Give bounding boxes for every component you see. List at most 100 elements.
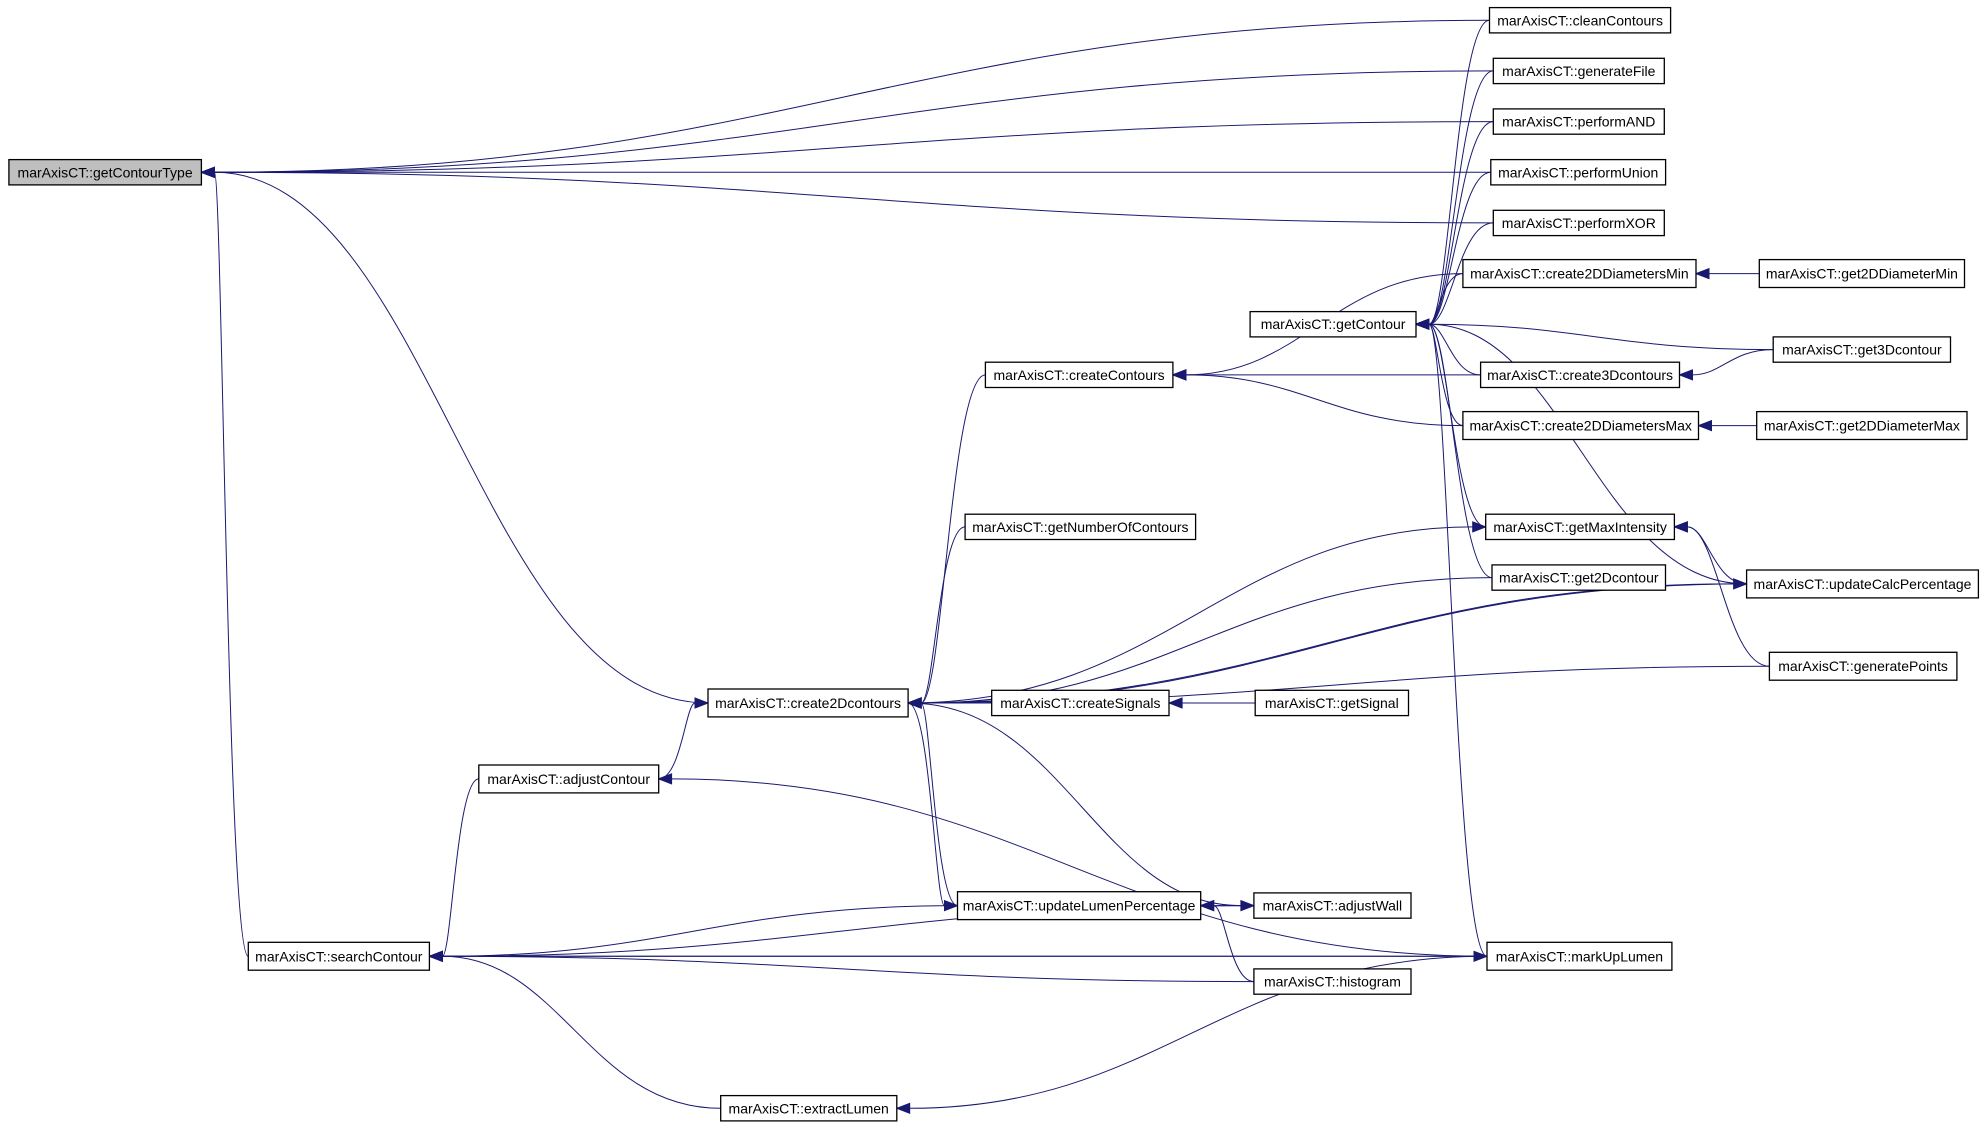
- edge-line: [214, 19, 1490, 173]
- node-create2-d-diameters-min[interactable]: marAxisCT::create2DDiametersMin: [1462, 258, 1697, 289]
- edge-search-contour-to-mark-up-lumen: [429, 950, 1489, 963]
- node-search-contour[interactable]: marAxisCT::searchContour: [247, 941, 431, 971]
- node-get-contour-type[interactable]: marAxisCT::getContourType: [8, 158, 203, 186]
- edge-get2-dcontour-to-get-contour: [1414, 318, 1493, 579]
- edge-create3-dcontours-to-create-contours: [1171, 369, 1481, 381]
- node-label: marAxisCT::get3Dcontour: [1782, 342, 1942, 358]
- edge-arrowhead: [1673, 521, 1688, 533]
- edge-arrowhead: [1167, 697, 1183, 709]
- edge-arrowhead: [1171, 369, 1187, 381]
- node-box: [1492, 57, 1665, 85]
- edge-line: [908, 702, 1241, 907]
- edge-line: [1428, 171, 1491, 325]
- edge-line: [214, 121, 1494, 173]
- node-clean-contours[interactable]: marAxisCT::cleanContours: [1488, 6, 1672, 34]
- node-box: [1253, 968, 1412, 995]
- node-extract-lumen[interactable]: marAxisCT::extractLumen: [720, 1094, 898, 1122]
- node-box: [247, 941, 431, 971]
- edge-create2-dcontours-to-adjust-wall: [908, 702, 1256, 912]
- edge-arrowhead: [200, 166, 215, 179]
- edge-line: [442, 955, 1254, 983]
- edge-search-contour-to-get-contour-type: [200, 166, 249, 957]
- node-create3-dcontours[interactable]: marAxisCT::create3Dcontours: [1479, 361, 1681, 389]
- node-create2-dcontours[interactable]: marAxisCT::create2Dcontours: [707, 688, 909, 718]
- node-mark-up-lumen[interactable]: marAxisCT::markUpLumen: [1486, 941, 1673, 971]
- node-adjust-wall[interactable]: marAxisCT::adjustWall: [1253, 892, 1412, 919]
- edge-line: [214, 171, 709, 704]
- node-create2-d-diameters-max[interactable]: marAxisCT::create2DDiametersMax: [1462, 410, 1700, 441]
- edge-line: [1185, 374, 1463, 427]
- node-histogram[interactable]: marAxisCT::histogram: [1253, 968, 1412, 995]
- node-get-number-of-contours[interactable]: marAxisCT::getNumberOfContours: [964, 513, 1197, 541]
- node-get2-d-diameter-min[interactable]: marAxisCT::get2DDiameterMin: [1758, 258, 1966, 289]
- node-box: [991, 689, 1170, 717]
- node-box: [1249, 310, 1417, 338]
- node-get3-dcontour[interactable]: marAxisCT::get3Dcontour: [1772, 336, 1952, 363]
- node-box: [1253, 892, 1412, 919]
- node-box: [1491, 564, 1667, 591]
- edge-arrowhead: [1697, 419, 1712, 432]
- edge-update-lumen-percentage-to-search-contour: [428, 905, 958, 963]
- node-label: marAxisCT::createContours: [994, 367, 1165, 383]
- node-generate-file[interactable]: marAxisCT::generateFile: [1492, 57, 1665, 85]
- node-box: [1492, 209, 1665, 237]
- edge-update-calc-percentage-to-get-contour: [1414, 318, 1747, 585]
- node-get-contour[interactable]: marAxisCT::getContour: [1249, 310, 1417, 338]
- edge-perform-xor-to-get-contour-type: [200, 166, 1494, 224]
- node-label: marAxisCT::getSignal: [1265, 695, 1399, 711]
- edge-mark-up-lumen-to-adjust-contour: [657, 773, 1488, 957]
- node-perform-union[interactable]: marAxisCT::performUnion: [1490, 158, 1667, 186]
- node-box: [1768, 651, 1958, 681]
- node-label: marAxisCT::create3Dcontours: [1487, 367, 1673, 383]
- node-perform-xor[interactable]: marAxisCT::performXOR: [1492, 209, 1665, 237]
- node-create-contours[interactable]: marAxisCT::createContours: [984, 361, 1174, 389]
- node-label: marAxisCT::getContourType: [18, 164, 193, 180]
- node-label: marAxisCT::extractLumen: [729, 1100, 889, 1116]
- node-label: marAxisCT::create2Dcontours: [715, 695, 901, 711]
- node-generate-points[interactable]: marAxisCT::generatePoints: [1768, 651, 1958, 681]
- node-perform-and[interactable]: marAxisCT::performAND: [1492, 108, 1665, 135]
- edge-line: [909, 955, 1488, 1109]
- edges-layer: [200, 19, 1774, 1115]
- node-update-calc-percentage[interactable]: marAxisCT::updateCalcPercentage: [1745, 569, 1980, 599]
- node-box: [1756, 410, 1968, 441]
- edge-arrowhead: [1733, 578, 1748, 590]
- edge-arrowhead: [895, 1102, 911, 1115]
- node-get2-d-diameter-max[interactable]: marAxisCT::get2DDiameterMax: [1756, 410, 1968, 441]
- edge-clean-contours-to-get-contour-type: [200, 19, 1490, 179]
- node-create-signals[interactable]: marAxisCT::createSignals: [991, 689, 1170, 717]
- node-box: [1462, 258, 1697, 289]
- edge-line: [1428, 323, 1747, 585]
- node-label: marAxisCT::updateCalcPercentage: [1754, 576, 1972, 592]
- edge-create-contours-to-create2-dcontours: [906, 374, 986, 709]
- node-label: marAxisCT::cleanContours: [1497, 12, 1663, 28]
- edge-line: [442, 905, 958, 957]
- edge-line: [1428, 121, 1494, 325]
- edge-line: [214, 171, 1494, 224]
- node-adjust-contour[interactable]: marAxisCT::adjustContour: [478, 764, 660, 794]
- edge-line: [920, 526, 966, 704]
- node-label: marAxisCT::performUnion: [1498, 164, 1658, 180]
- node-label: marAxisCT::adjustContour: [487, 771, 650, 787]
- edge-line: [1428, 273, 1463, 325]
- edge-adjust-contour-to-create2-dcontours: [658, 697, 710, 780]
- node-update-lumen-percentage[interactable]: marAxisCT::updateLumenPercentage: [956, 891, 1202, 921]
- edge-generate-file-to-get-contour: [1414, 70, 1494, 330]
- edge-arrowhead: [1678, 369, 1693, 381]
- node-label: marAxisCT::generateFile: [1502, 63, 1655, 79]
- node-label: marAxisCT::createSignals: [1000, 695, 1160, 711]
- node-label: marAxisCT::histogram: [1264, 974, 1401, 990]
- node-box: [984, 361, 1174, 389]
- edge-get-number-of-contours-to-create2-dcontours: [906, 526, 966, 709]
- edge-perform-union-to-get-contour: [1414, 171, 1491, 330]
- edge-line: [1687, 526, 1770, 667]
- node-get-signal[interactable]: marAxisCT::getSignal: [1254, 689, 1410, 717]
- edge-generate-points-to-get-max-intensity: [1673, 521, 1770, 667]
- edge-create2-d-diameters-max-to-get-contour: [1414, 318, 1464, 427]
- node-get2-dcontour[interactable]: marAxisCT::get2Dcontour: [1491, 564, 1667, 591]
- edge-get-signal-to-create-signals: [1167, 697, 1256, 709]
- node-get-max-intensity[interactable]: marAxisCT::getMaxIntensity: [1485, 513, 1676, 541]
- edge-get3-dcontour-to-get-contour: [1414, 318, 1774, 351]
- node-label: marAxisCT::markUpLumen: [1496, 948, 1663, 964]
- node-box: [1488, 6, 1672, 34]
